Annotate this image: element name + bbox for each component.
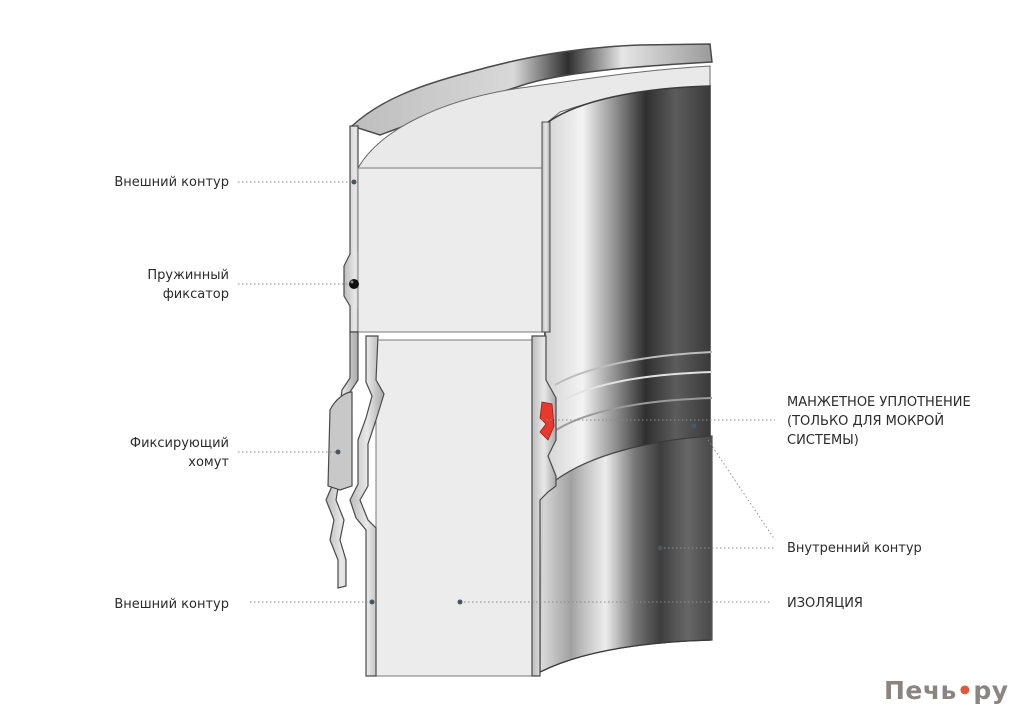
red-seal	[539, 401, 555, 441]
pech-ru-logo: Печь•ру	[884, 676, 1009, 705]
leader-lines	[238, 181, 776, 603]
label-insulation: ИЗОЛЯЦИЯ	[787, 596, 863, 611]
spring-latch-highlight	[350, 280, 354, 284]
label-outer-contour-bottom: Внешний контур	[114, 597, 229, 612]
inner-pipe-groove-bot	[555, 397, 713, 431]
lower-insulation	[375, 339, 533, 677]
outer-wall-lower	[349, 335, 385, 677]
label-inner-contour: Внутренний контур	[787, 541, 922, 556]
clamp-collar	[327, 391, 353, 491]
label-outer-contour-top: Внешний контур	[114, 175, 229, 190]
spring-latch-ball	[349, 279, 359, 289]
upper-insulation	[357, 167, 547, 333]
label-spring-latch: Пружинный фиксатор	[147, 268, 229, 302]
label-cuff-seal: МАНЖЕТНОЕ УПЛОТНЕНИЕ (ТОЛЬКО ДЛЯ МОКРОЙ …	[787, 395, 971, 448]
lower-inner-pipe	[539, 435, 713, 673]
leader-dots	[335, 179, 697, 605]
label-fixing-clamp: Фиксирующий хомут	[129, 436, 229, 470]
upper-inner-wall	[541, 121, 551, 333]
inner-pipe-groove-mid	[554, 371, 713, 406]
inner-pipe-groove-top	[554, 351, 713, 386]
